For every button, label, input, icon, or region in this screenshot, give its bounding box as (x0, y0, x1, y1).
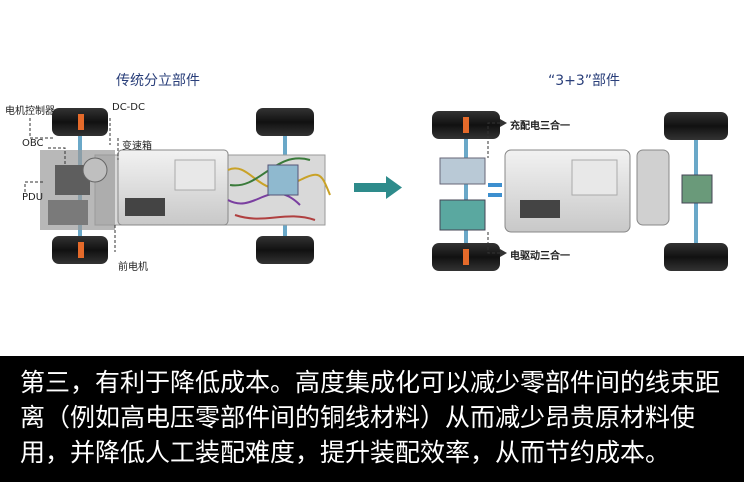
label-gearbox: 变速箱 (122, 141, 152, 152)
caption-text: 第三，有利于降低成本。高度集成化可以减少零部件间的线束距离（例如高电压零部件间的… (20, 368, 721, 467)
label-drive-3in1: 电驱动三合一 (510, 251, 570, 262)
left-chassis (24, 108, 331, 264)
label-pdu: PDU (22, 192, 44, 203)
chassis-figure (24, 108, 728, 271)
caption-bar: 第三，有利于降低成本。高度集成化可以减少零部件间的线束距离（例如高电压零部件间的… (0, 356, 744, 482)
left-panel-title: 传统分立部件 (116, 73, 200, 89)
label-front-motor: 前电机 (118, 262, 148, 273)
label-charging-3in1: 充配电三合一 (510, 121, 570, 132)
label-dcdc: DC-DC (112, 102, 145, 113)
right-panel-title: “3+3”部件 (548, 73, 621, 89)
label-motor-controller: 电机控制器 (5, 106, 55, 117)
transition-arrow (354, 176, 402, 199)
label-obc: OBC (22, 138, 44, 149)
right-chassis (432, 111, 728, 271)
